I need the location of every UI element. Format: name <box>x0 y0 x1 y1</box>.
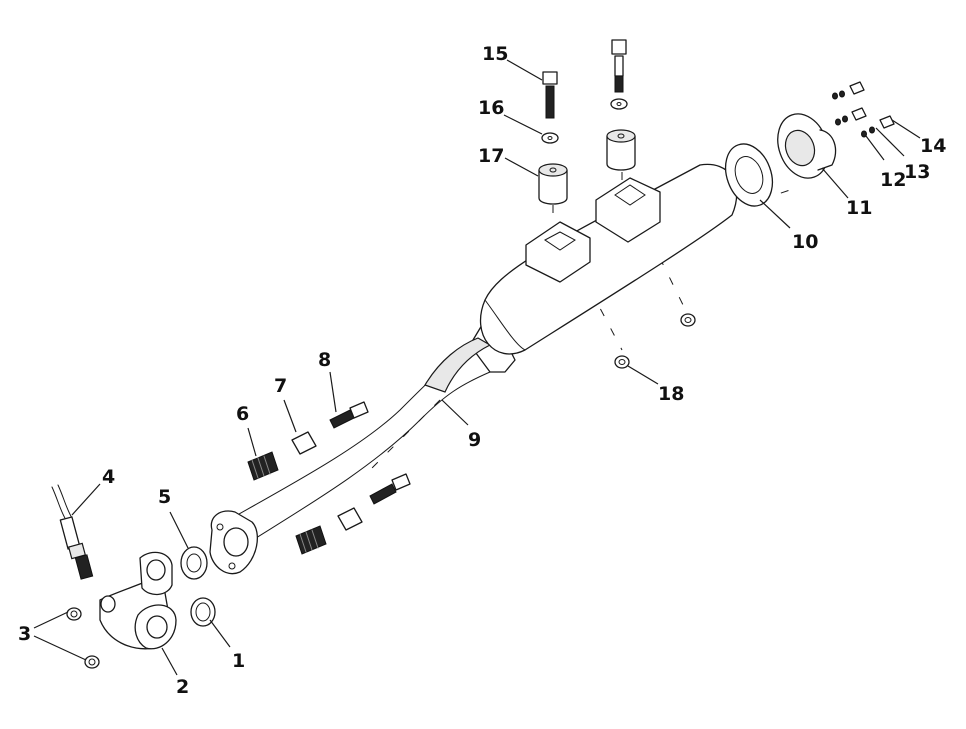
callout-18: 18 <box>658 383 684 405</box>
mount-nut-right[interactable] <box>680 313 696 327</box>
callout-9: 9 <box>468 429 481 451</box>
end-gasket[interactable] <box>717 137 780 212</box>
gasket-ring-1[interactable] <box>190 597 216 627</box>
mount-bolt-right[interactable] <box>611 39 627 93</box>
mount-bolt-left[interactable] <box>542 71 558 119</box>
end-cap[interactable] <box>769 107 837 185</box>
bolt-lower[interactable] <box>369 473 411 505</box>
callout-1: 1 <box>232 650 245 672</box>
callout-13: 13 <box>904 161 930 183</box>
callout-6: 6 <box>236 403 249 425</box>
bushing-left[interactable] <box>538 163 568 205</box>
callout-16: 16 <box>478 97 504 119</box>
callout-12: 12 <box>880 169 906 191</box>
washer-right[interactable] <box>610 98 628 110</box>
callout-7: 7 <box>274 375 287 397</box>
oxygen-sensor[interactable] <box>51 484 94 580</box>
callout-3: 3 <box>18 623 31 645</box>
callout-15: 15 <box>482 43 508 65</box>
callout-2: 2 <box>176 676 189 698</box>
callout-4: 4 <box>102 466 115 488</box>
callout-labels: 1 2 3 4 5 6 7 8 9 10 11 12 13 14 15 16 1… <box>18 43 946 698</box>
end-cap-screws[interactable] <box>832 81 895 138</box>
mount-nut-left[interactable] <box>614 355 630 369</box>
callout-10: 10 <box>792 231 818 253</box>
washer-left[interactable] <box>541 132 559 144</box>
spring-upper[interactable] <box>247 451 279 481</box>
callout-5: 5 <box>158 486 171 508</box>
callout-11: 11 <box>846 197 872 219</box>
mounting-bracket-front <box>525 221 591 283</box>
flange-nut-lower <box>84 655 100 669</box>
exhaust-elbow[interactable] <box>99 551 177 650</box>
gasket-5[interactable] <box>180 546 208 580</box>
bolt-upper[interactable] <box>329 401 369 429</box>
bushing-right[interactable] <box>606 129 636 171</box>
callout-8: 8 <box>318 349 331 371</box>
callout-17: 17 <box>478 145 504 167</box>
collar-upper[interactable] <box>291 431 317 455</box>
callout-14: 14 <box>920 135 946 157</box>
leader-lines <box>33 59 921 676</box>
exhaust-pipe-muffler[interactable] <box>209 163 738 575</box>
mounting-bracket-rear <box>595 177 661 243</box>
spring-lower[interactable] <box>295 525 327 555</box>
flange-nut-upper <box>66 607 82 621</box>
collar-lower[interactable] <box>337 507 363 531</box>
